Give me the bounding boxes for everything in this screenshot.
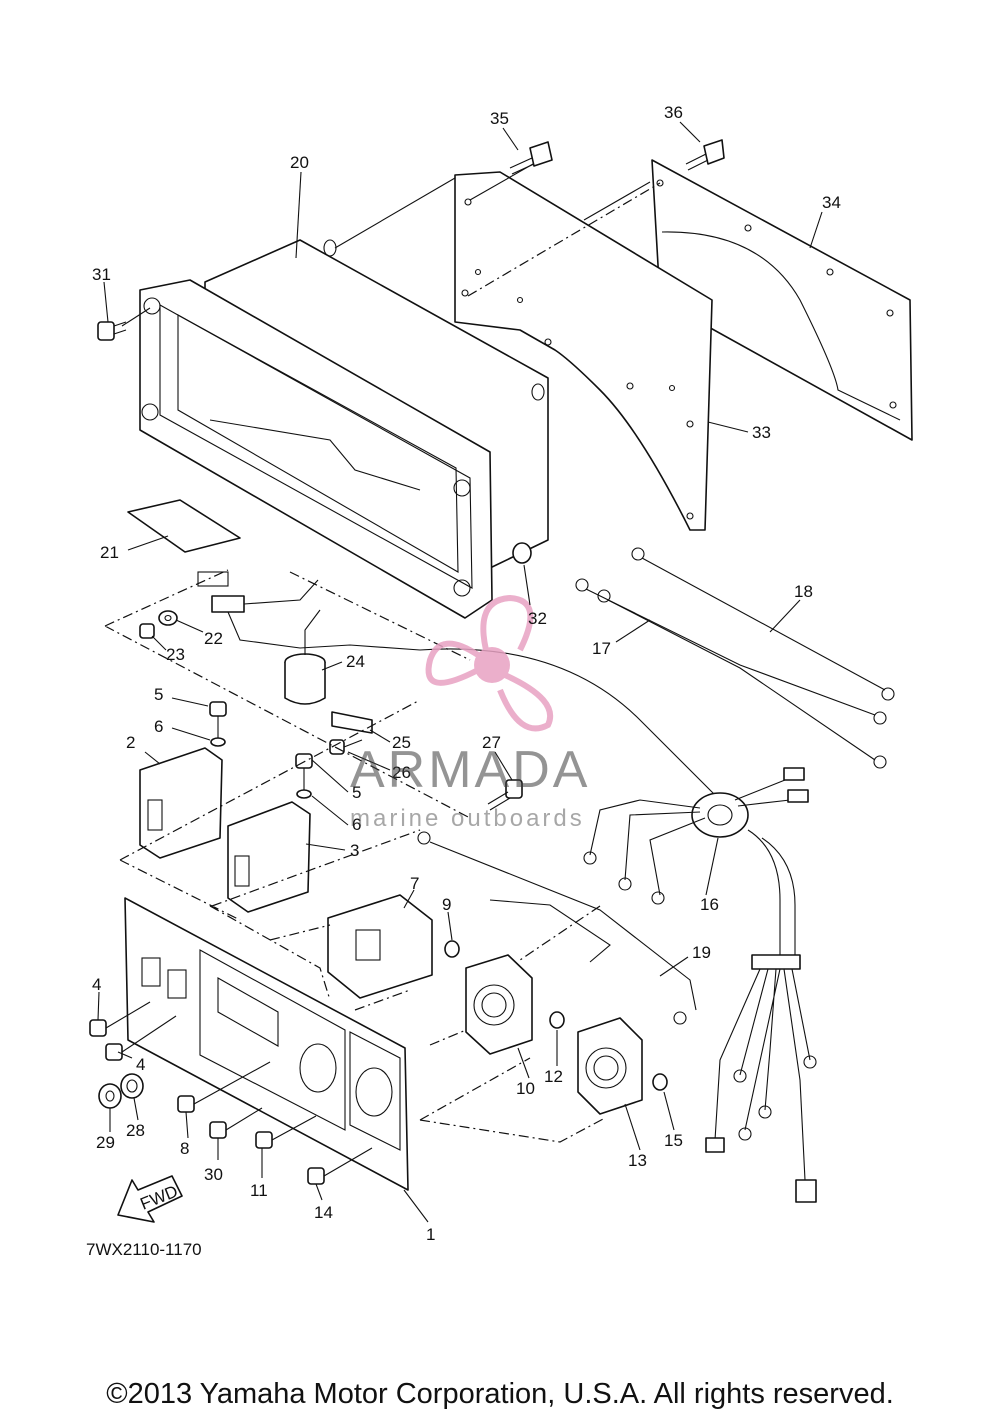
copyright-notice: ©2013 Yamaha Motor Corporation, U.S.A. A… [106, 1378, 894, 1410]
callout-36: 36 [664, 103, 683, 122]
callout-14: 14 [314, 1203, 333, 1222]
callout-6a: 6 [154, 717, 163, 736]
wire-harness-16 [583, 767, 817, 1203]
callout-26: 26 [392, 763, 411, 782]
nut-15 [652, 1073, 668, 1091]
screw-31 [97, 321, 127, 341]
sensor-24 [284, 609, 326, 705]
callout-30: 30 [204, 1165, 223, 1184]
twist-lock-outlet-10 [465, 954, 533, 1055]
washer-28 [120, 1073, 144, 1099]
screw-30 [209, 1107, 263, 1139]
callout-6b: 6 [352, 815, 361, 834]
screw-35 [509, 141, 553, 175]
lead-wire-17 [575, 578, 887, 769]
callout-25: 25 [392, 733, 411, 752]
label-21 [127, 499, 241, 553]
callout-17: 17 [592, 639, 611, 658]
callout-5a: 5 [154, 685, 163, 704]
callout-7: 7 [410, 874, 419, 893]
callout-16: 16 [700, 895, 719, 914]
screw-36 [685, 139, 725, 171]
callout-3: 3 [350, 841, 359, 860]
wire-harness-upper [211, 579, 721, 801]
watermark-brand: ARMADA [350, 741, 591, 799]
mounting-plate-34 [651, 159, 913, 441]
callout-31: 31 [92, 265, 111, 284]
fwd-label: FWD [138, 1182, 181, 1214]
lead-wire-18 [631, 547, 895, 701]
callout-21: 21 [100, 543, 119, 562]
diagram-code: 7WX2110-1170 [86, 1240, 202, 1259]
screw-23 [139, 623, 155, 639]
callout-32: 32 [528, 609, 547, 628]
fwd-arrow: FWD [117, 1175, 183, 1223]
label-25 [331, 711, 373, 734]
watermark-propeller-icon [425, 594, 554, 732]
screw-8 [177, 1061, 271, 1113]
callout-8: 8 [180, 1139, 189, 1158]
watermark-tagline: marine outboards [350, 805, 585, 832]
front-panel-1 [124, 897, 409, 1191]
callout-33: 33 [752, 423, 771, 442]
screw-14 [307, 1147, 373, 1185]
callout-27: 27 [482, 733, 501, 752]
callout-20: 20 [290, 153, 309, 172]
callout-34: 34 [822, 193, 841, 212]
callout-28: 28 [126, 1121, 145, 1140]
callout-29: 29 [96, 1133, 115, 1152]
washer-6b [296, 789, 312, 799]
callout-1: 1 [426, 1225, 435, 1244]
callout-4b: 4 [136, 1055, 145, 1074]
callout-5b: 5 [352, 783, 361, 802]
circuit-breaker-3 [227, 801, 311, 913]
screw-5a [209, 701, 227, 738]
callout-24: 24 [346, 652, 365, 671]
callout-22: 22 [204, 629, 223, 648]
screw-4b [105, 1015, 177, 1061]
gfci-outlet-7 [327, 894, 433, 999]
washer-22 [158, 610, 178, 626]
bracket-plate-33 [454, 171, 713, 531]
screw-4a [89, 1001, 151, 1037]
nut-29 [98, 1083, 122, 1109]
callout-13: 13 [628, 1151, 647, 1170]
callout-15: 15 [664, 1131, 683, 1150]
callout-19: 19 [692, 943, 711, 962]
callout-2: 2 [126, 733, 135, 752]
callout-11: 11 [250, 1181, 268, 1200]
nut-9 [444, 940, 460, 958]
callout-12: 12 [544, 1067, 563, 1086]
callout-9: 9 [442, 895, 451, 914]
callout-18: 18 [794, 582, 813, 601]
callout-4a: 4 [92, 975, 101, 994]
screw-27 [487, 779, 523, 811]
nut-12 [549, 1011, 565, 1029]
screw-11 [255, 1115, 317, 1149]
callout-10: 10 [516, 1079, 535, 1098]
callout-23: 23 [166, 645, 185, 664]
twist-lock-outlet-13 [577, 1017, 643, 1115]
grommet-32 [512, 542, 532, 564]
circuit-breaker-2 [139, 747, 223, 859]
callout-35: 35 [490, 109, 509, 128]
ground-wire-19 [417, 831, 697, 1025]
washer-6a [210, 737, 226, 747]
